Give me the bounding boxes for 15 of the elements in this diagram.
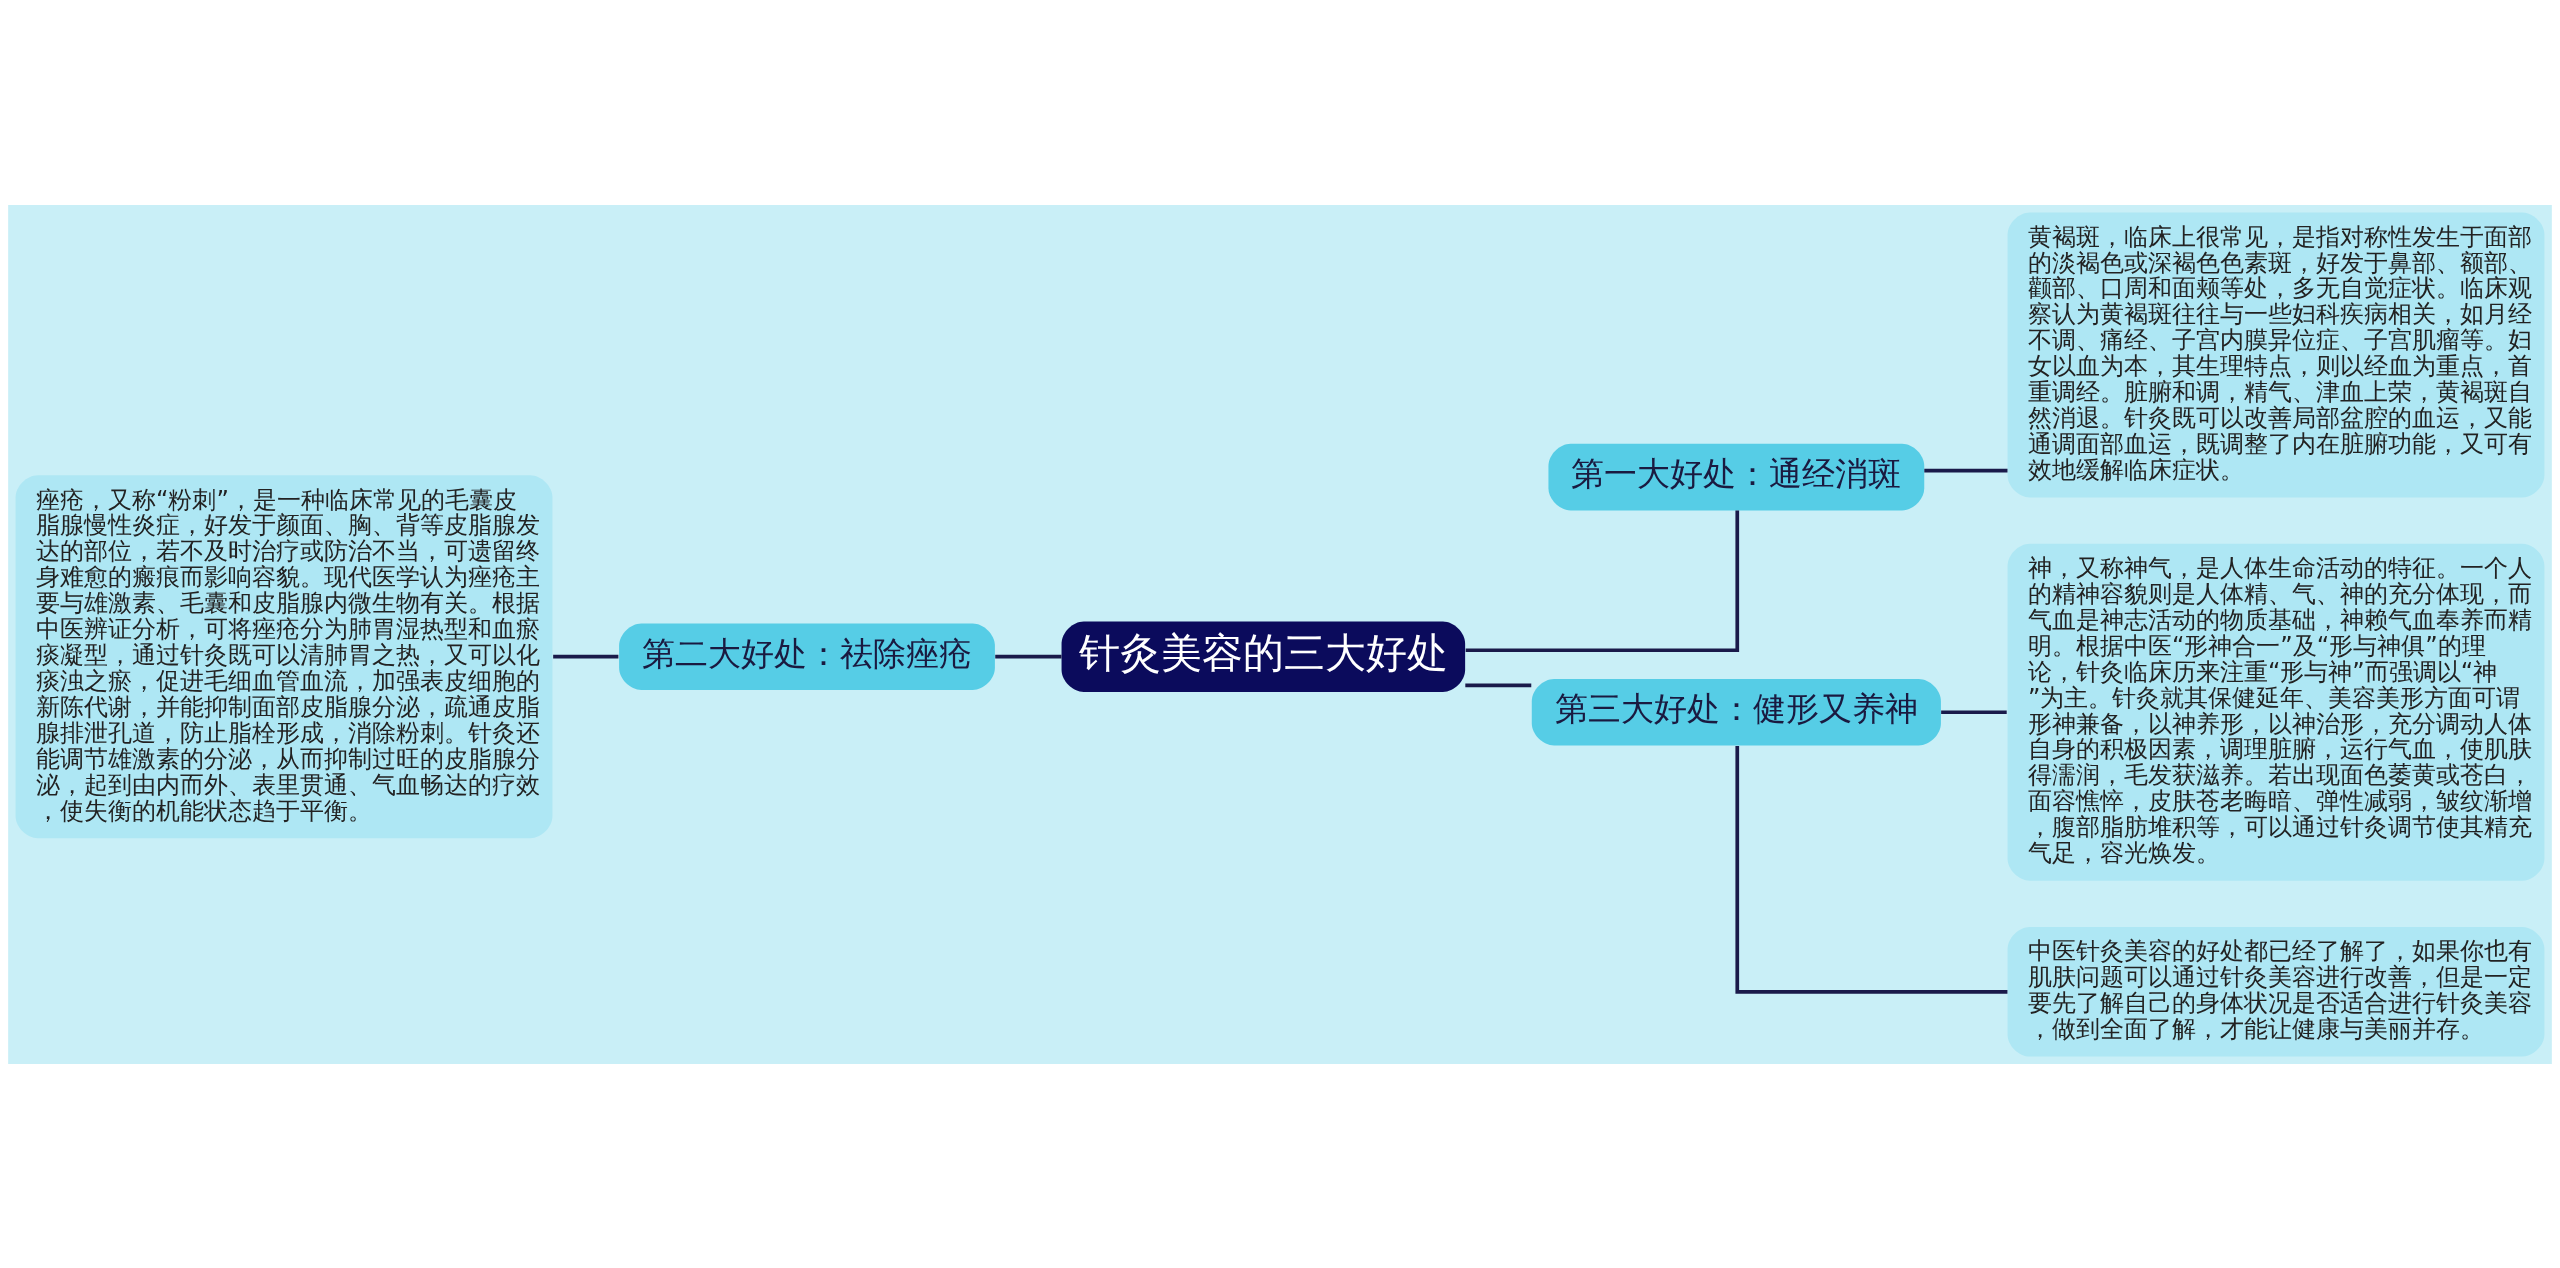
node-box: 第三大好处：健形又养神: [1531, 678, 1941, 746]
connector: [1465, 683, 1532, 687]
connector: [1924, 468, 2008, 472]
node-box: 痤疮，又称“粉刺”，是一种临床常见的毛囊皮脂腺慢性炎症，好发于颜面、胸、背等皮脂腺发达的部位，若不及时治疗或防治不当，可遗留终身难愈的瘢痕而影响容貌。现代医学认为痤疮主要与雄激素、毛囊和皮脂腺内微生物有关。根据中医辨证分析，可将痤疮分为肺胃湿热型和血瘀痰凝型，通过针灸既可以清肺胃之热，又可以化痰浊之瘀，促进毛细血管血流，加强表皮细胞的新陈代谢，并能抑制面部皮脂腺分泌，疏通皮脂腺排泄孔道，防止脂栓形成，消除粉刺。针灸还能调节雄激素的分泌，从而抑制过旺的皮脂腺分泌，起到由内而外、表里贯通、气血畅达的疗效，使失衡的机能状态趋于平衡。: [15, 474, 553, 838]
connector: [1735, 745, 2008, 994]
node-box: 中医针灸美容的好处都已经了解了，如果你也有肌肤问题可以通过针灸美容进行改善，但是一定要先了解自己的身体状况是否适合进行针灸美容，做到全面了解，才能让健康与美丽并存。: [2007, 926, 2545, 1057]
node-box: 第一大好处：通经消斑: [1548, 443, 1925, 510]
connector: [553, 654, 619, 659]
connector: [1465, 510, 1740, 652]
connector: [995, 654, 1062, 659]
node-box: 针灸美容的三大好处: [1061, 621, 1466, 692]
connector: [1941, 709, 2007, 714]
node-box: 神，又称神气，是人体生命活动的特征。一个人的精神容貌则是人体精、气、神的充分体现，而气血是神志活动的物质基础，神赖气血奉养而精明。根据中医“形神合一”及“形与神俱”的理论，针灸临床历来注重“形与神”而强调以“神”为主。针灸就其保健延年、美容美形方面可谓形神兼备，以神养形，以神治形，充分调动人体自身的积极因素，调理脏腑，运行气血，使肌肤得濡润，毛发获滋养。若出现面色萎黄或苍白，面容憔悴，皮肤苍老晦暗、弹性减弱，皱纹渐增，腹部脂肪堆积等，可以通过针灸调节使其精充气足，容光焕发。: [2007, 543, 2545, 881]
node-box: 第二大好处：祛除痤疮: [619, 622, 995, 690]
node-box: 黄褐斑，临床上很常见，是指对称性发生于面部的淡褐色或深褐色色素斑，好发于鼻部、额部、颧部、口周和面颊等处，多无自觉症状。临床观察认为黄褐斑往往与一些妇科疾病相关，如月经不调、痛经、子宫内膜异位症、子宫肌瘤等。妇女以血为本，其生理特点，则以经血为重点，首重调经。脏腑和调，精气、津血上荣，黄褐斑自然消退。针灸既可以改善局部盆腔的血运，又能通调面部血运，既调整了内在脏腑功能，又可有效地缓解临床症状。: [2007, 211, 2545, 497]
